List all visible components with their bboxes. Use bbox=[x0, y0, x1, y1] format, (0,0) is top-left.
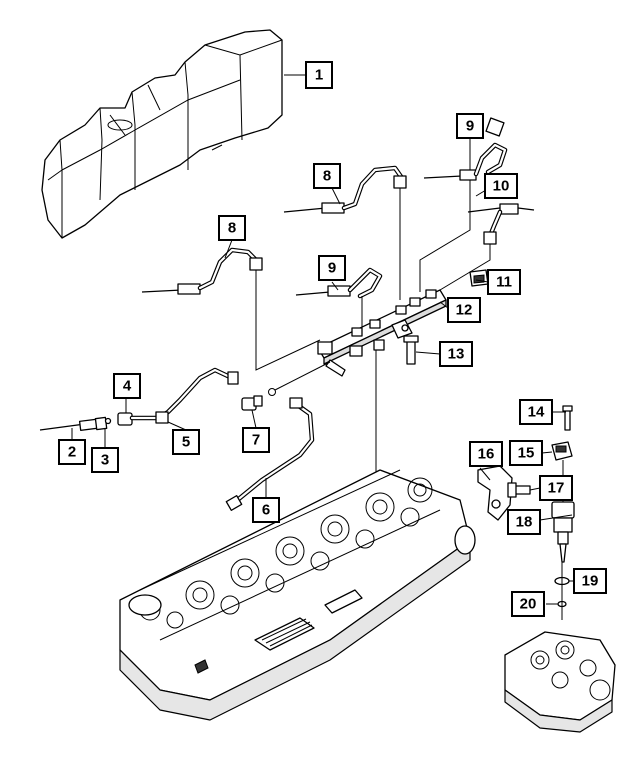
fuel-rail bbox=[317, 289, 447, 377]
callout-8-left-label: 8 bbox=[228, 220, 236, 237]
injector-hold-down bbox=[477, 465, 513, 521]
callout-19: 19 bbox=[573, 568, 607, 594]
cylinder-head bbox=[119, 469, 476, 721]
callout-2-label: 2 bbox=[68, 444, 76, 461]
injector-connector bbox=[551, 441, 573, 461]
glow-plug-nut bbox=[117, 412, 133, 426]
glow-plug-9-mid bbox=[295, 267, 383, 328]
callout-8-top: 8 bbox=[313, 163, 341, 189]
callout-13: 13 bbox=[439, 341, 473, 367]
callout-2: 2 bbox=[58, 439, 86, 465]
callout-18-label: 18 bbox=[516, 514, 533, 531]
callout-17-label: 17 bbox=[548, 480, 565, 497]
hold-down-bolt bbox=[507, 482, 531, 498]
glow-line-6 bbox=[225, 397, 315, 511]
callout-11: 11 bbox=[487, 269, 521, 295]
callout-20-label: 20 bbox=[520, 596, 537, 613]
callout-7-label: 7 bbox=[252, 432, 260, 449]
callout-5: 5 bbox=[172, 429, 200, 455]
callout-12: 12 bbox=[447, 297, 481, 323]
callout-6-label: 6 bbox=[262, 502, 270, 519]
callout-15: 15 bbox=[509, 440, 543, 466]
callout-19-label: 19 bbox=[582, 573, 599, 590]
glow-line-5 bbox=[129, 367, 239, 424]
callout-3: 3 bbox=[91, 447, 119, 473]
glow-plug-left bbox=[39, 416, 112, 431]
callout-6: 6 bbox=[252, 497, 280, 523]
callout-20: 20 bbox=[511, 591, 545, 617]
glow-plug-8-top bbox=[283, 165, 407, 300]
callout-18: 18 bbox=[507, 509, 541, 535]
callout-11-label: 11 bbox=[496, 274, 512, 291]
callout-3-label: 3 bbox=[101, 452, 109, 469]
callout-10-label: 10 bbox=[493, 178, 510, 195]
callout-12-label: 12 bbox=[456, 302, 473, 319]
callout-4-label: 4 bbox=[123, 378, 132, 395]
callout-17: 17 bbox=[539, 475, 573, 501]
callout-14-label: 14 bbox=[528, 404, 545, 421]
callout-9-top-label: 9 bbox=[466, 118, 474, 135]
callout-10: 10 bbox=[484, 173, 518, 199]
cylinder-head-section bbox=[504, 631, 616, 733]
glow-plug-9-top bbox=[419, 117, 508, 292]
leader-lines bbox=[71, 74, 574, 605]
callout-9-mid: 9 bbox=[318, 255, 346, 281]
glow-plug-8-left bbox=[141, 247, 321, 371]
callout-4: 4 bbox=[113, 373, 141, 399]
callout-5-label: 5 bbox=[182, 434, 190, 451]
callout-16: 16 bbox=[469, 441, 503, 467]
callout-8-top-label: 8 bbox=[323, 168, 331, 185]
callout-9-top: 9 bbox=[456, 113, 484, 139]
callout-9-mid-label: 9 bbox=[328, 260, 336, 277]
callout-1: 1 bbox=[305, 61, 333, 89]
callout-7: 7 bbox=[242, 427, 270, 453]
callout-1-label: 1 bbox=[315, 67, 323, 84]
callout-8-left: 8 bbox=[218, 215, 246, 241]
callout-13-label: 13 bbox=[448, 346, 465, 363]
engine-cover bbox=[41, 29, 283, 239]
rail-bolt bbox=[403, 335, 419, 365]
injector-bolt-14 bbox=[562, 405, 573, 431]
glow-plug-10 bbox=[439, 203, 535, 291]
callout-15-label: 15 bbox=[518, 445, 535, 462]
rail-pressure-sensor bbox=[469, 269, 489, 287]
fitting-7 bbox=[241, 395, 263, 411]
callout-14: 14 bbox=[519, 399, 553, 425]
callout-16-label: 16 bbox=[478, 446, 495, 463]
